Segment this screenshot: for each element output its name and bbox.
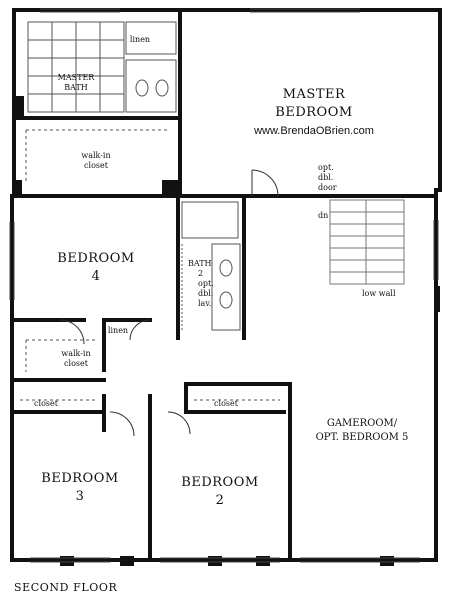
closet-bed3-label: closet: [34, 399, 59, 408]
bath2-label-4: dbl.: [198, 289, 213, 298]
gameroom-label-1: GAMEROOM/: [327, 418, 398, 429]
opt-door-label-1: opt.: [318, 163, 334, 172]
bath2-label-1: BATH: [188, 259, 212, 268]
master-bath-label-2: BATH: [64, 83, 88, 92]
master-bath-label-1: MASTER: [58, 73, 96, 82]
master-walk-in-label-2: closet: [84, 161, 109, 170]
master-bedroom-label-2: BEDROOM: [275, 105, 352, 120]
master-walk-in-label-1: walk-in: [81, 151, 110, 160]
bedroom3-label-1: BEDROOM: [41, 471, 118, 486]
bath2-label-5: lav.: [198, 299, 211, 308]
walls: [10, 8, 442, 562]
windows: [9, 8, 439, 563]
bedroom4-label-1: BEDROOM: [57, 251, 134, 266]
low-wall-label: low wall: [362, 289, 396, 298]
gameroom-label-2: OPT. BEDROOM 5: [316, 432, 409, 443]
closet-rails: [20, 129, 280, 401]
linen-top-label: linen: [130, 35, 150, 44]
bedroom2-label-1: BEDROOM: [181, 475, 258, 490]
labels: MASTER BATH linen MASTER BEDROOM www.Bre…: [14, 35, 408, 594]
linen-mid-label: linen: [108, 326, 128, 335]
door-swings: [59, 169, 279, 437]
bath2-label-2: 2: [198, 269, 203, 278]
wall-blocks: [14, 96, 440, 566]
bath2-fixtures: [181, 201, 241, 331]
master-bath-fixtures: [27, 21, 177, 113]
bedroom3-label-2: 3: [76, 489, 85, 504]
bed4-walk-in-label-2: closet: [64, 359, 89, 368]
bedroom2-label-2: 2: [216, 493, 225, 508]
opt-door-label-2: dbl.: [318, 173, 333, 182]
dn-label: dn: [318, 211, 328, 220]
closet-bed2-label: closet: [214, 399, 239, 408]
floor-caption: SECOND FLOOR: [14, 581, 118, 594]
opt-door-label-3: door: [318, 183, 337, 192]
stair: [329, 199, 405, 285]
bedroom4-label-2: 4: [92, 269, 101, 284]
website-label: www.BrendaOBrien.com: [253, 125, 374, 137]
bed4-walk-in-label-1: walk-in: [61, 349, 90, 358]
master-bedroom-label-1: MASTER: [283, 87, 346, 102]
bath2-label-3: opt.: [198, 279, 214, 288]
